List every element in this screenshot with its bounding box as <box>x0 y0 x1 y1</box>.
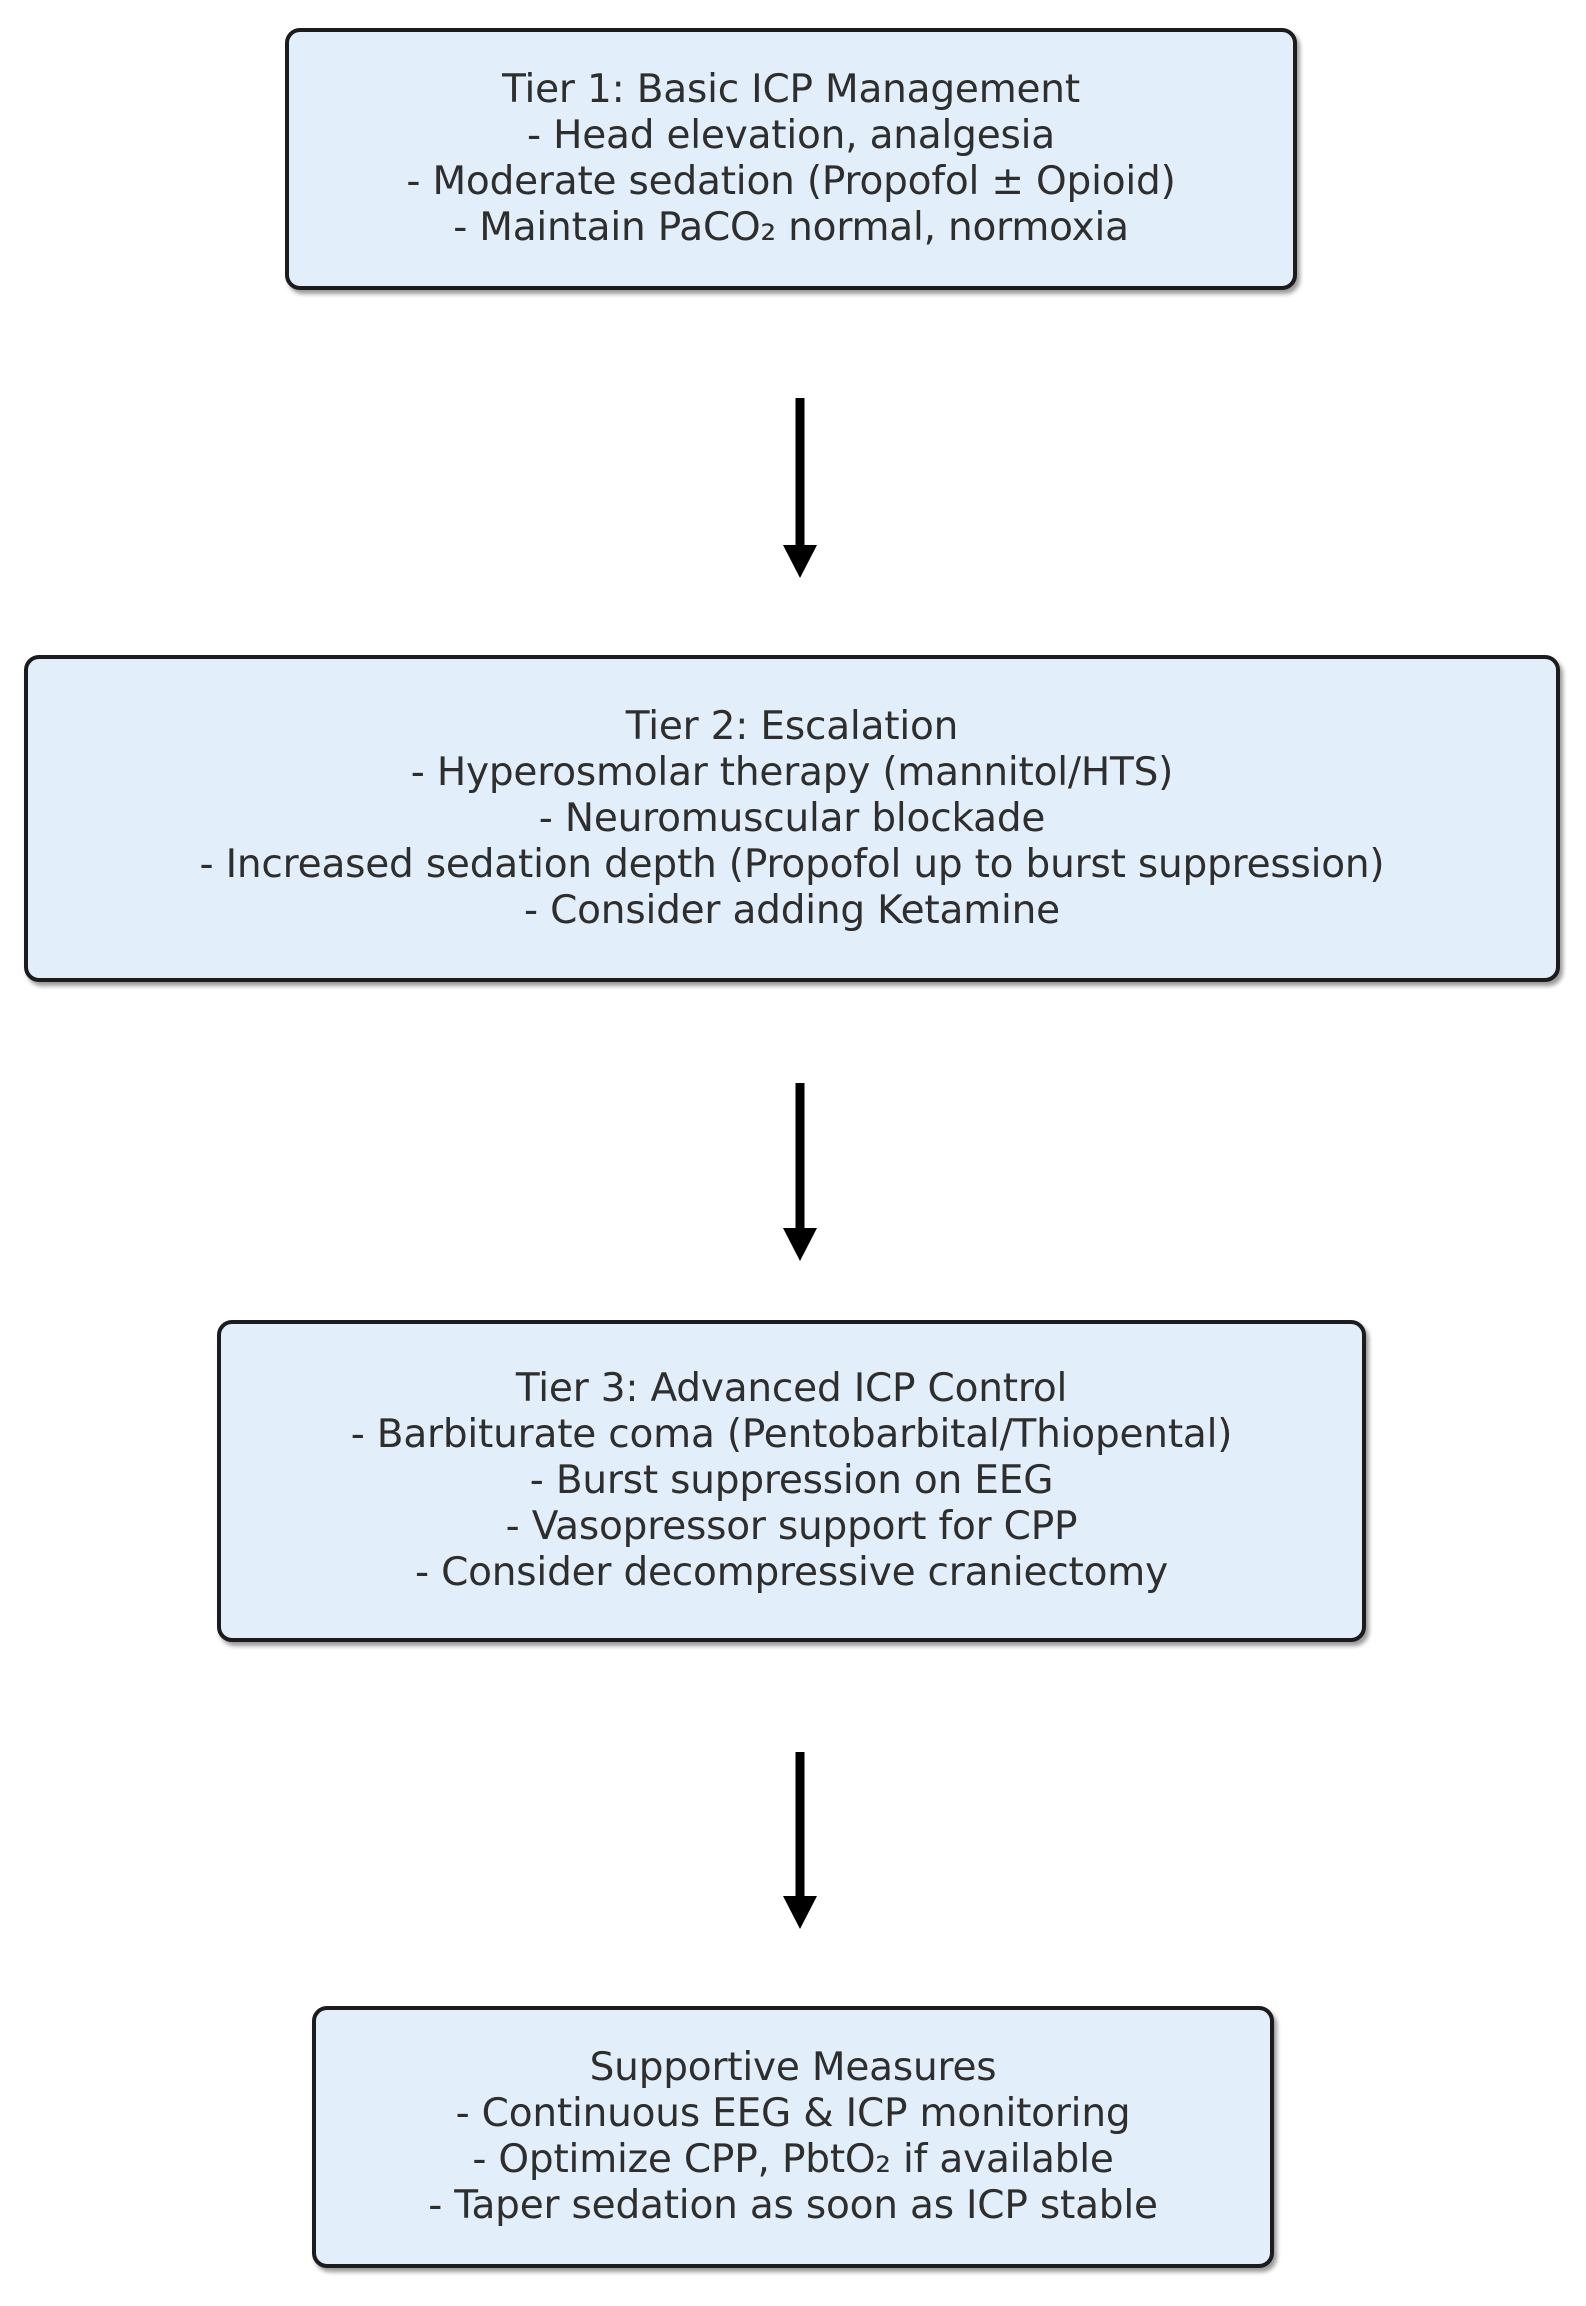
node-tier1-line-2: - Head elevation, analgesia <box>527 113 1055 158</box>
arrow-down-icon-tier2-to-tier3 <box>783 1083 817 1261</box>
flow-node-tier2[interactable]: Tier 2: Escalation - Hyperosmolar therap… <box>24 655 1560 982</box>
flow-node-supportive-measures[interactable]: Supportive Measures - Continuous EEG & I… <box>312 2006 1274 2268</box>
node-tier3-line-5: - Consider decompressive craniectomy <box>415 1550 1168 1595</box>
node-tier1-line-1: Tier 1: Basic ICP Management <box>502 67 1080 112</box>
node-tier2-line-4: - Increased sedation depth (Propofol up … <box>199 841 1385 887</box>
node-tier2-line-3: - Neuromuscular blockade <box>538 795 1046 841</box>
node-tier3-line-1: Tier 3: Advanced ICP Control <box>515 1366 1068 1411</box>
node-supportive-line-3: - Optimize CPP, PbtO₂ if available <box>472 2137 1114 2182</box>
node-tier2-line-5: - Consider adding Ketamine <box>524 887 1060 933</box>
node-supportive-line-2: - Continuous EEG & ICP monitoring <box>455 2091 1131 2136</box>
arrow-head <box>783 1228 817 1261</box>
node-supportive-line-4: - Taper sedation as soon as ICP stable <box>428 2183 1158 2228</box>
node-tier3-line-2: - Barbiturate coma (Pentobarbital/Thiope… <box>350 1412 1233 1457</box>
node-tier2-line-2: - Hyperosmolar therapy (mannitol/HTS) <box>410 749 1174 795</box>
arrow-head <box>783 545 817 578</box>
node-supportive-line-1: Supportive Measures <box>589 2045 997 2090</box>
arrow-shaft <box>795 1083 805 1231</box>
arrow-down-icon-tier3-to-supportive <box>783 1752 817 1929</box>
node-tier1-line-4: - Maintain PaCO₂ normal, normoxia <box>453 205 1129 250</box>
node-tier1-line-3: - Moderate sedation (Propofol ± Opioid) <box>406 159 1176 204</box>
arrow-down-icon-tier1-to-tier2 <box>783 398 817 578</box>
node-tier2-line-1: Tier 2: Escalation <box>625 703 959 749</box>
arrow-shaft <box>795 1752 805 1899</box>
node-tier3-line-3: - Burst suppression on EEG <box>529 1458 1054 1503</box>
flow-node-tier1[interactable]: Tier 1: Basic ICP Management - Head elev… <box>285 28 1297 290</box>
flow-node-tier3[interactable]: Tier 3: Advanced ICP Control - Barbitura… <box>217 1320 1366 1642</box>
arrow-shaft <box>795 398 805 548</box>
node-tier3-line-4: - Vasopressor support for CPP <box>505 1504 1078 1549</box>
arrow-head <box>783 1896 817 1929</box>
